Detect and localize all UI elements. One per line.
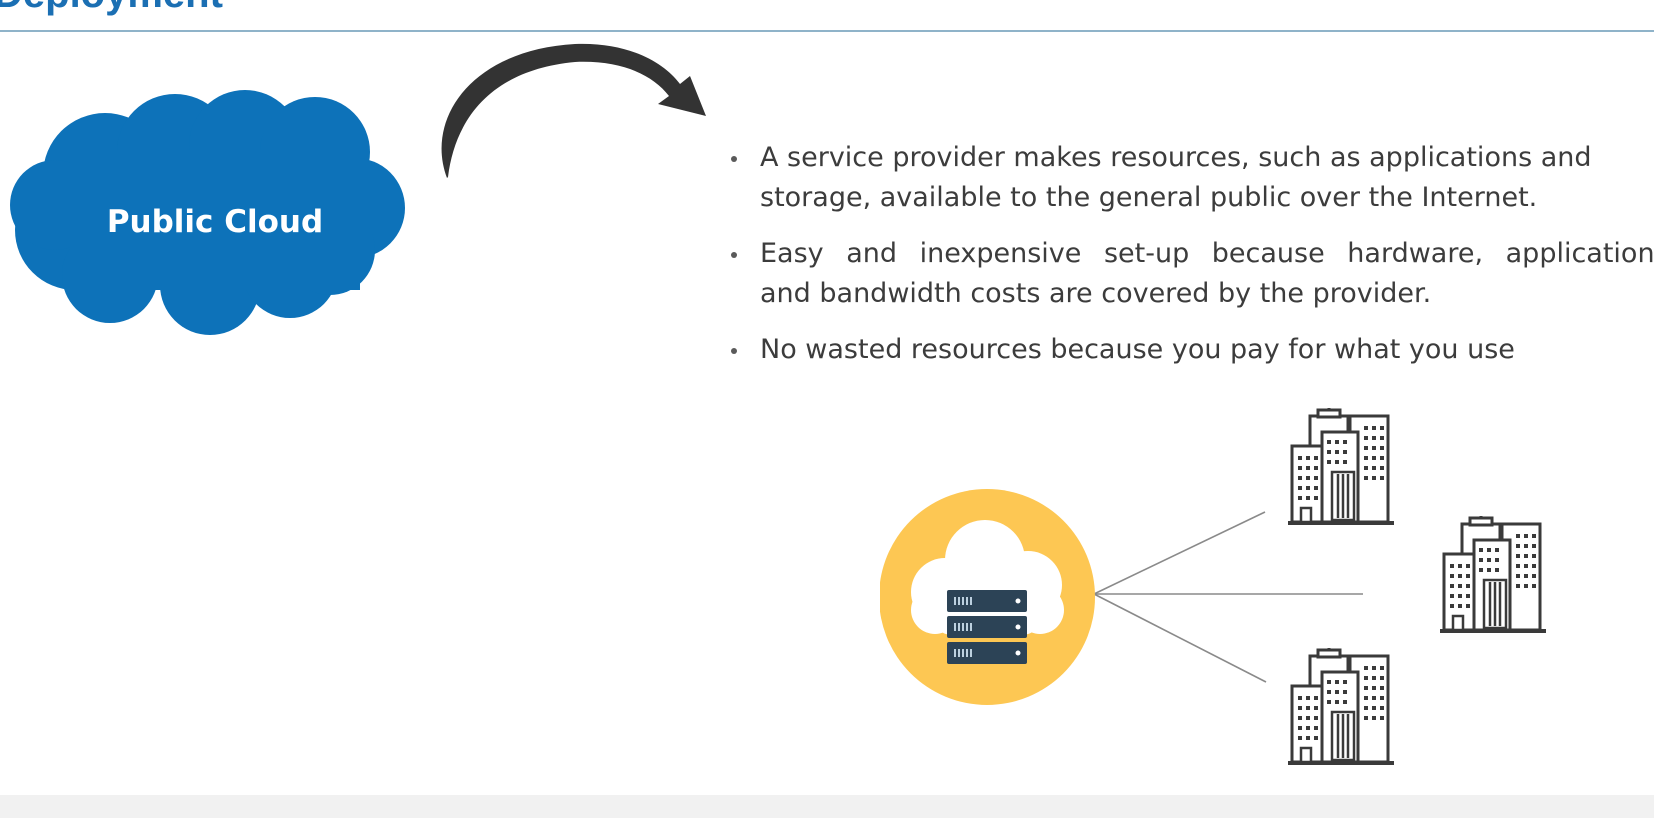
bullet-line: A service provider makes resources, such… [760, 142, 1592, 173]
connector-lines [1093, 511, 1363, 683]
public-cloud-diagram [880, 406, 1548, 767]
office-building-icon [1286, 646, 1396, 767]
curved-arrow-icon [441, 43, 706, 178]
bullet-line: No wasted resources because you pay for … [760, 334, 1515, 365]
cloud-server-hub [880, 489, 1095, 705]
office-building-icon [1286, 406, 1396, 527]
title-strip: Deployment [0, 0, 1654, 30]
office-building-icon [1438, 514, 1548, 635]
bullet-line: Easy and inexpensive set-up because hard… [760, 238, 1654, 269]
bullet-item: A service provider makes resources, such… [731, 138, 1654, 218]
bullet-line: and bandwidth costs are covered by the p… [760, 278, 1432, 309]
bullet-item: Easy and inexpensive set-up because hard… [731, 234, 1654, 314]
public-cloud-shape [10, 90, 405, 335]
header-divider [0, 30, 1654, 32]
bottom-bar [0, 795, 1654, 818]
slide-title: Deployment [0, 0, 223, 17]
bullet-list: A service provider makes resources, such… [731, 138, 1654, 386]
server-stack [947, 590, 1027, 664]
cloud-label: Public Cloud [106, 204, 324, 240]
bullet-item: No wasted resources because you pay for … [731, 330, 1654, 370]
bullet-line: storage, available to the general public… [760, 182, 1538, 213]
